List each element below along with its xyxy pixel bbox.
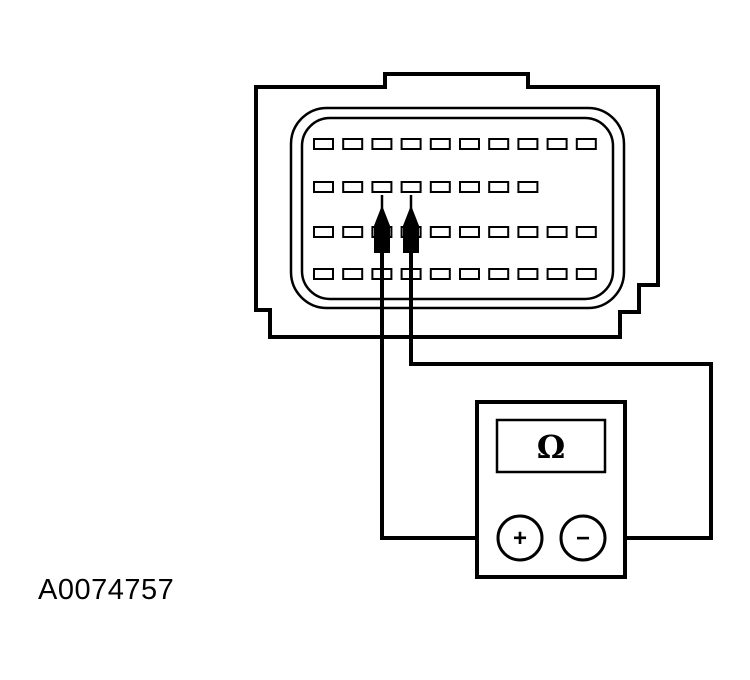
pin-slot [342,268,364,280]
positive-lead-wire [380,252,497,540]
pin-slot [313,181,334,193]
pin-slot [488,226,510,238]
positive-probe-tip [374,205,390,253]
pin-slot [342,138,364,150]
pin-slot [429,138,451,150]
pin-slot [342,181,364,193]
pin-slot [459,138,480,150]
pin-slot [517,226,539,238]
pin-slot [429,181,451,193]
pin-slot [459,226,480,238]
pin-slot [429,226,451,238]
pin-slot [342,226,364,238]
pin-slot [429,268,451,280]
pin-slot [488,138,510,150]
figure-id-label: A0074757 [38,574,175,606]
negative-terminal-label: − [576,525,590,552]
negative-lead-wire [409,252,713,540]
pin-slot [400,138,422,150]
pin-slot [546,138,568,150]
pin-slot [575,268,597,280]
negative-probe-tip [403,205,419,253]
pin-slot [459,268,480,280]
pin-slot [575,138,597,150]
pin-slot [313,138,334,150]
connector-face-outer [289,106,626,310]
pin-slot [517,268,539,280]
pin-slot [546,268,568,280]
pin-slot [488,268,510,280]
pin-slot [371,138,393,150]
pin-slot [517,138,539,150]
positive-terminal-label: + [513,525,527,552]
pin-slot [575,226,597,238]
connector-housing [254,72,660,339]
negative-terminal [559,514,607,562]
pin-slot [400,181,422,193]
pin-slot [517,181,539,193]
pin-slot [313,226,334,238]
multimeter-display [495,418,607,474]
pin-slot [459,181,480,193]
test-probes [374,195,419,253]
pin-slot [546,226,568,238]
pin-slot [371,181,393,193]
multimeter: Ω + − [475,400,627,579]
connector-face-inner [300,116,615,301]
positive-terminal [496,514,544,562]
ohm-symbol: Ω [537,428,565,466]
pin-slot [488,181,510,193]
test-leads [380,252,713,540]
pin-slot [313,268,334,280]
